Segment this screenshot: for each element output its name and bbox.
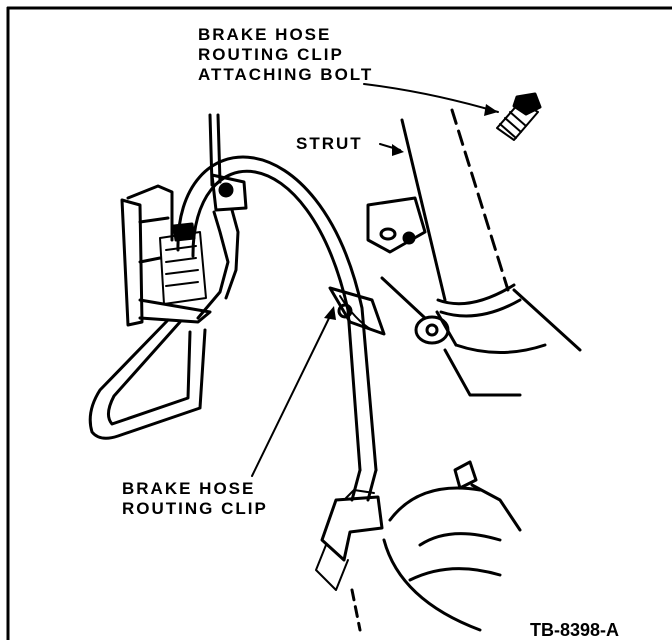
bolt-callout-line-1: BRAKE HOSE	[198, 25, 332, 44]
bolt-leader-line	[363, 83, 499, 113]
bolt-callout-line-2: ROUTING CLIP	[198, 45, 344, 64]
clip-callout-line-1: BRAKE HOSE	[122, 479, 256, 498]
clip-leader-line	[251, 311, 333, 477]
strut-illustration	[366, 108, 582, 397]
attaching-bolt-illustration	[496, 92, 542, 141]
bolt-leader-arrowhead	[484, 104, 498, 116]
frame-border	[6, 6, 672, 640]
strut-leader-arrowhead	[392, 144, 404, 156]
clip-callout-label: BRAKE HOSE ROUTING CLIP	[122, 479, 268, 519]
clip-leader-arrowhead	[324, 306, 336, 320]
figure-id-label: TB-8398-A	[530, 620, 620, 640]
brake-hose-illustration-path	[176, 155, 378, 502]
strut-callout-label: STRUT	[296, 134, 363, 154]
routing-clip-illustration	[328, 286, 386, 336]
strut-callout-text: STRUT	[296, 134, 363, 153]
clip-callout-line-2: ROUTING CLIP	[122, 499, 268, 518]
bolt-callout-line-3: ATTACHING BOLT	[198, 65, 374, 84]
leader-arrowheads	[324, 104, 498, 320]
caliper-illustration	[315, 460, 522, 632]
bolt-callout-label: BRAKE HOSE ROUTING CLIP ATTACHING BOLT	[198, 25, 373, 85]
frame-bracket-illustration	[88, 113, 248, 440]
